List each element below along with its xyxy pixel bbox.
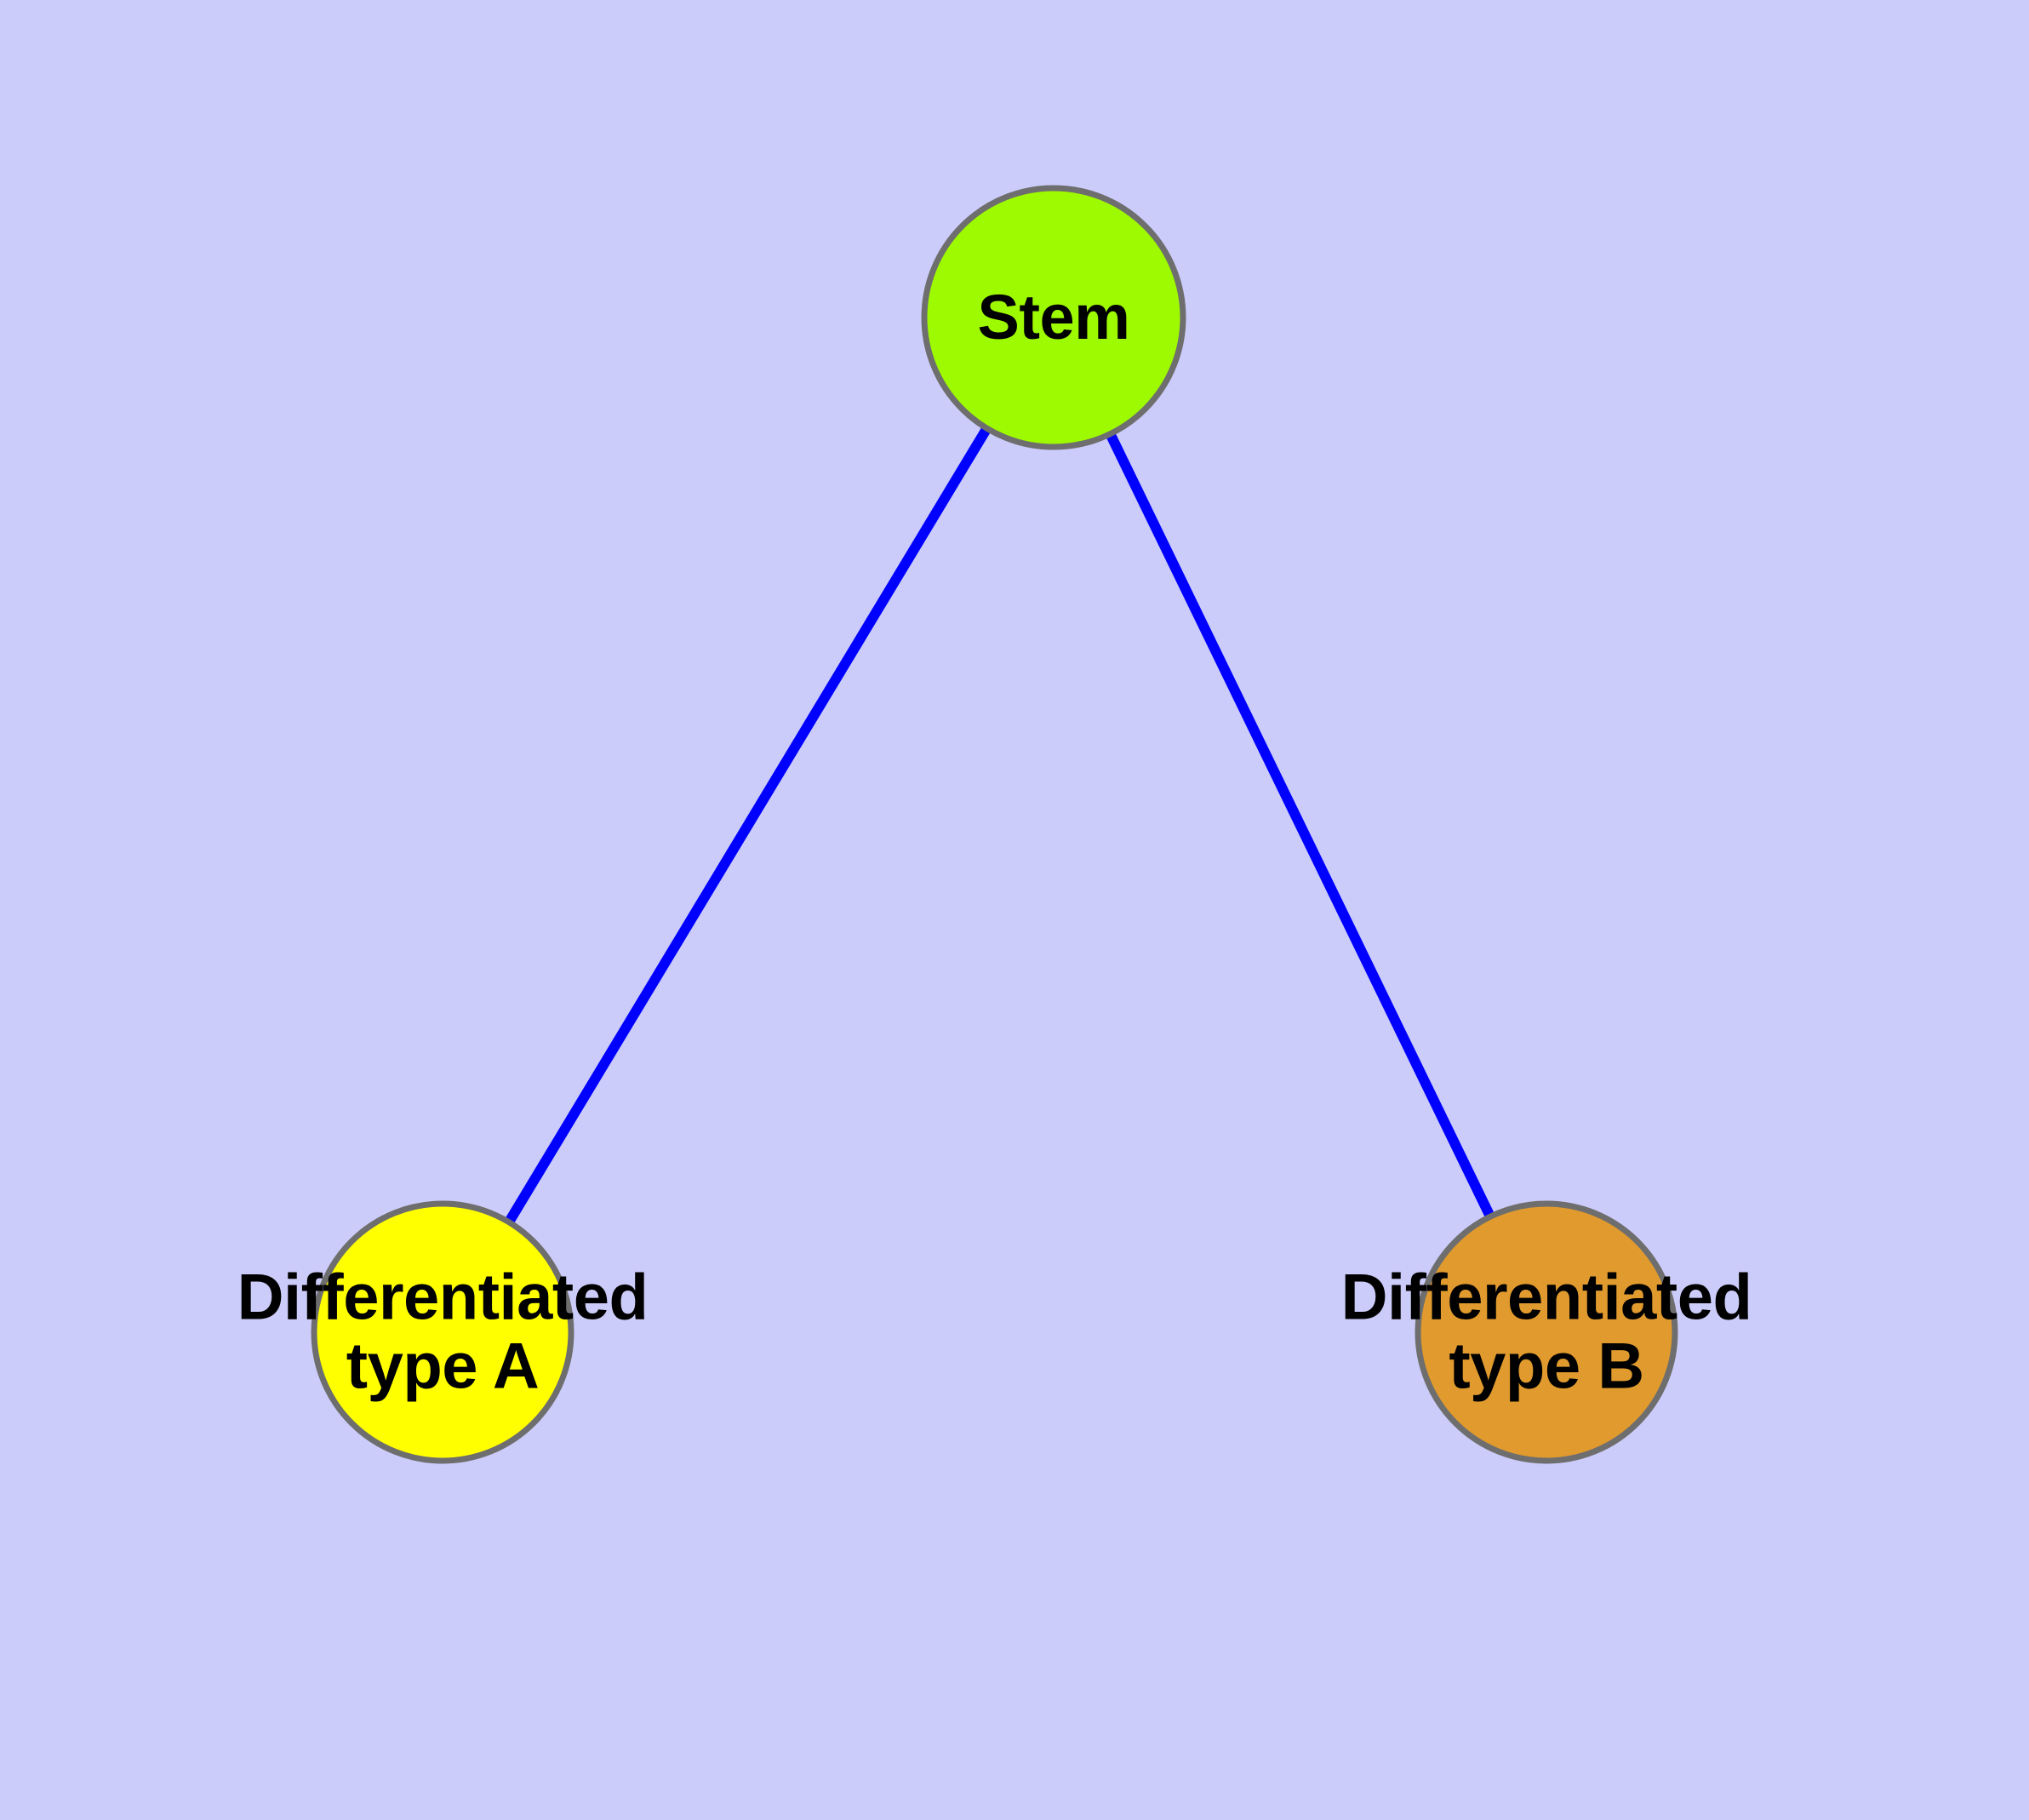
- node-layer: [311, 185, 1678, 1464]
- node-differentiated-type-a[interactable]: [311, 1200, 574, 1464]
- node-stem[interactable]: [921, 185, 1186, 450]
- edge-stem-to-diff-b: [1049, 315, 1552, 1335]
- edge-stem-to-diff-a: [437, 314, 1059, 1336]
- edge-layer: [437, 314, 1552, 1336]
- node-differentiated-type-b[interactable]: [1415, 1200, 1678, 1464]
